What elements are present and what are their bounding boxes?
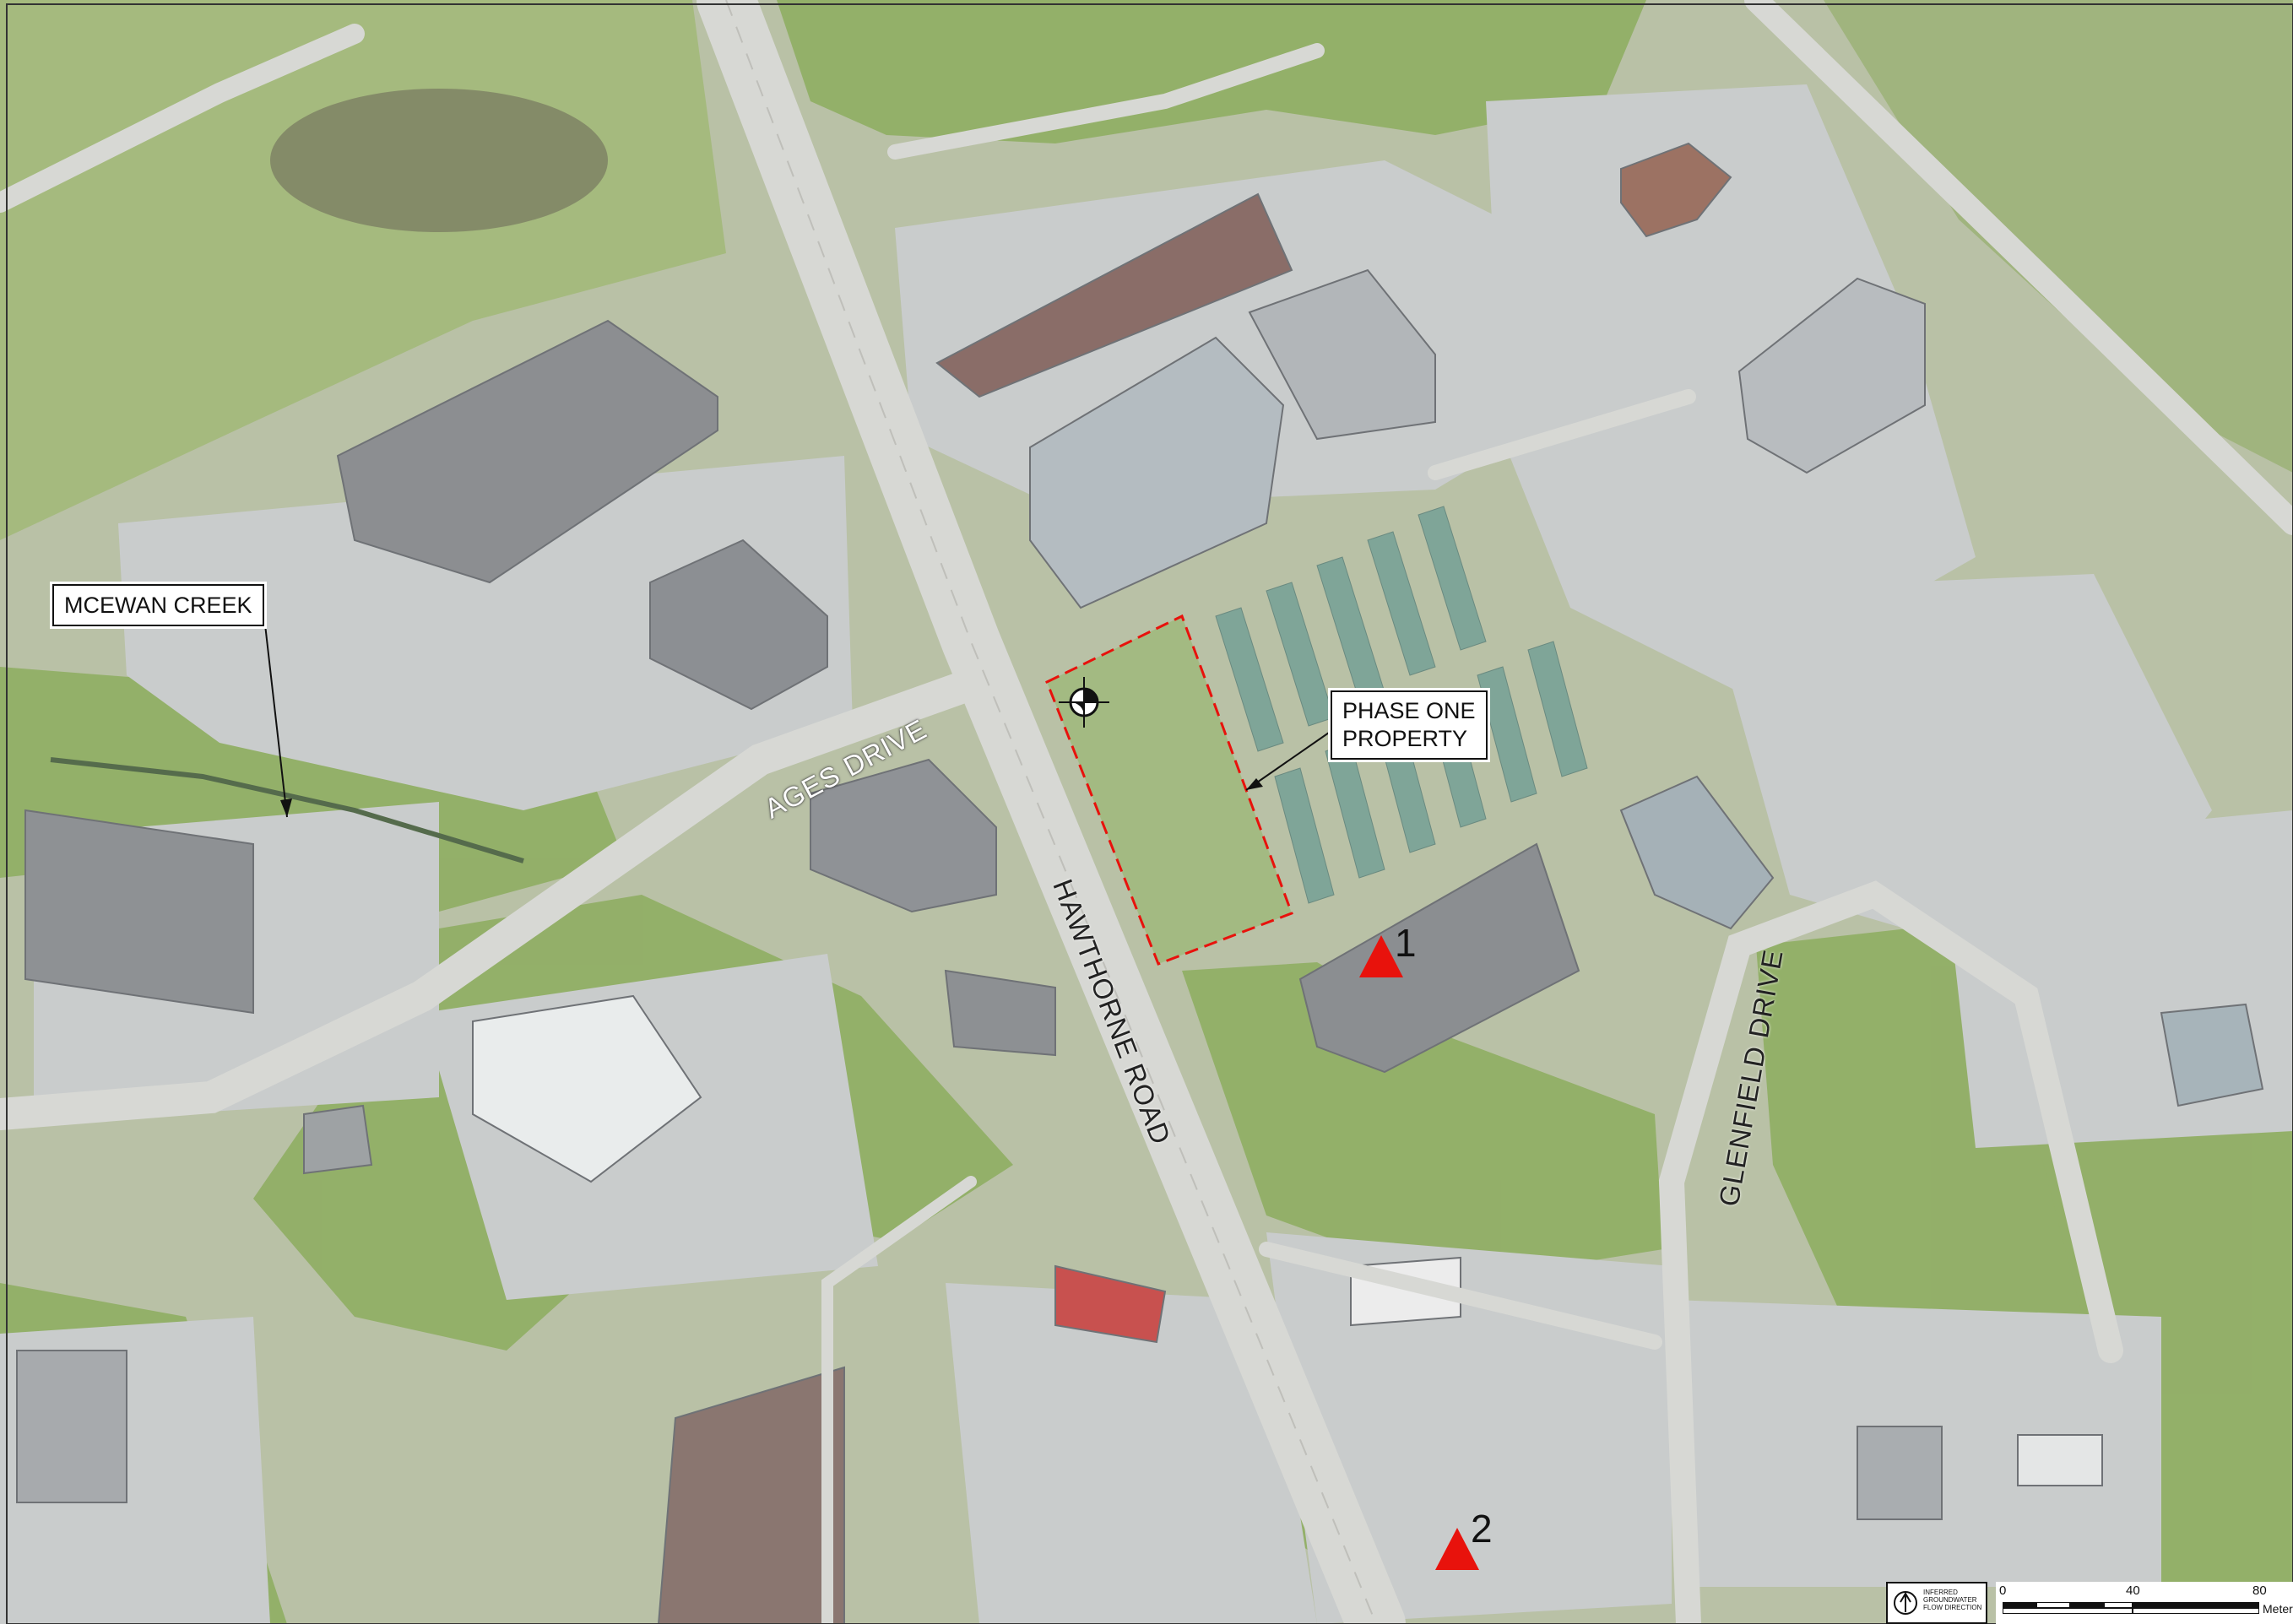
property-callout-line1: PHASE ONE <box>1342 698 1476 723</box>
scale-tick-0: 0 <box>1999 1583 2007 1598</box>
property-leader-line <box>1245 732 1330 791</box>
legend-line3: FLOW DIRECTION <box>1923 1604 1982 1611</box>
property-callout-line2: PROPERTY <box>1342 726 1468 751</box>
groundwater-flow-legend: INFERRED GROUNDWATER FLOW DIRECTION <box>1886 1582 1987 1624</box>
mcewan-creek-callout: MCEWAN CREEK <box>52 584 264 626</box>
groundwater-flow-icon <box>1894 1591 1917 1615</box>
legend-line1: INFERRED <box>1923 1589 1958 1596</box>
scale-tick-40: 40 <box>2126 1583 2140 1598</box>
scale-seg-1 <box>2003 1602 2036 1608</box>
marker-1-triangle-icon <box>1359 935 1403 977</box>
hawthorne-road-line <box>697 0 1406 1624</box>
glenfield-drive-line <box>1658 880 2123 1624</box>
property-leader-arrow <box>1246 778 1263 790</box>
scale-tick-80: 80 <box>2252 1583 2267 1598</box>
marker-2-label: 2 <box>1471 1507 1493 1551</box>
creek-leader-arrow <box>280 798 292 817</box>
scale-seg-2 <box>2036 1602 2070 1608</box>
buildings <box>16 142 2264 1624</box>
scale-seg-3 <box>2070 1602 2104 1608</box>
scale-seg-5 <box>2133 1602 2259 1608</box>
legend-line2: GROUNDWATER <box>1923 1596 1977 1604</box>
marker-2-triangle-icon <box>1435 1528 1479 1570</box>
scale-bar: 0 40 80 Meters <box>1996 1582 2293 1624</box>
mcewan-creek-line <box>50 757 524 863</box>
creek-leader-line <box>264 624 288 818</box>
phase-one-property-callout: PHASE ONE PROPERTY <box>1331 690 1488 760</box>
mcewan-creek-label: MCEWAN CREEK <box>64 593 252 618</box>
legend-text: INFERRED GROUNDWATER FLOW DIRECTION <box>1923 1589 1981 1611</box>
scale-seg-6 <box>2003 1608 2133 1614</box>
marker-1-label: 1 <box>1395 921 1417 965</box>
scale-seg-4 <box>2104 1602 2133 1608</box>
map-frame <box>6 3 2293 1624</box>
scale-seg-7 <box>2133 1608 2259 1614</box>
wetland <box>270 89 608 232</box>
scale-unit: Meters <box>2263 1602 2293 1616</box>
site-location-icon <box>1059 677 1109 728</box>
ages-drive-line <box>0 659 1012 1130</box>
